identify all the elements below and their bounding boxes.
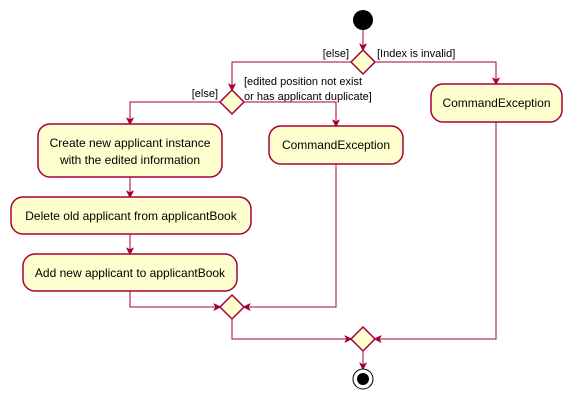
activity-label-command-exception-inner: CommandException	[282, 138, 390, 152]
flow-add-to-merge	[129, 291, 220, 307]
guard-index-invalid: [Index is invalid]	[377, 48, 455, 60]
activity-label-command-exception-outer: CommandException	[442, 96, 550, 110]
flow-outer-exception-to-merge	[375, 122, 497, 339]
decision-edit-valid	[218, 88, 246, 116]
activity-label-create-line1: Create new applicant instance	[50, 136, 211, 150]
activity-delete-old-applicant	[10, 196, 252, 235]
guard-edited-line2: or has applicant duplicate]	[244, 91, 372, 103]
guard-inner-else: [else]	[192, 88, 218, 100]
flow-inner-else	[130, 101, 220, 124]
flow-inner-merge-to-outer-merge	[231, 319, 351, 339]
activity-label-delete-old: Delete old applicant from applicantBook	[25, 209, 237, 223]
merge-inner	[218, 293, 246, 321]
activity-create-applicant	[37, 123, 223, 178]
end-node-inner	[357, 373, 369, 385]
flow-to-outer-exception	[375, 61, 496, 84]
activity-label-add-new: Add new applicant to applicantBook	[35, 266, 226, 280]
decision-index-valid	[349, 48, 377, 76]
merge-outer	[349, 325, 377, 353]
flow-to-inner-exception	[244, 101, 336, 126]
start-node	[353, 10, 373, 30]
activity-label-create-line2: with the edited information	[59, 153, 200, 167]
flow-outer-else	[232, 61, 351, 90]
guard-outer-else: [else]	[323, 48, 349, 60]
guard-edited-line1: [edited position not exist	[244, 76, 362, 88]
flow-inner-exception-to-merge	[244, 164, 337, 307]
end-node	[352, 368, 374, 390]
